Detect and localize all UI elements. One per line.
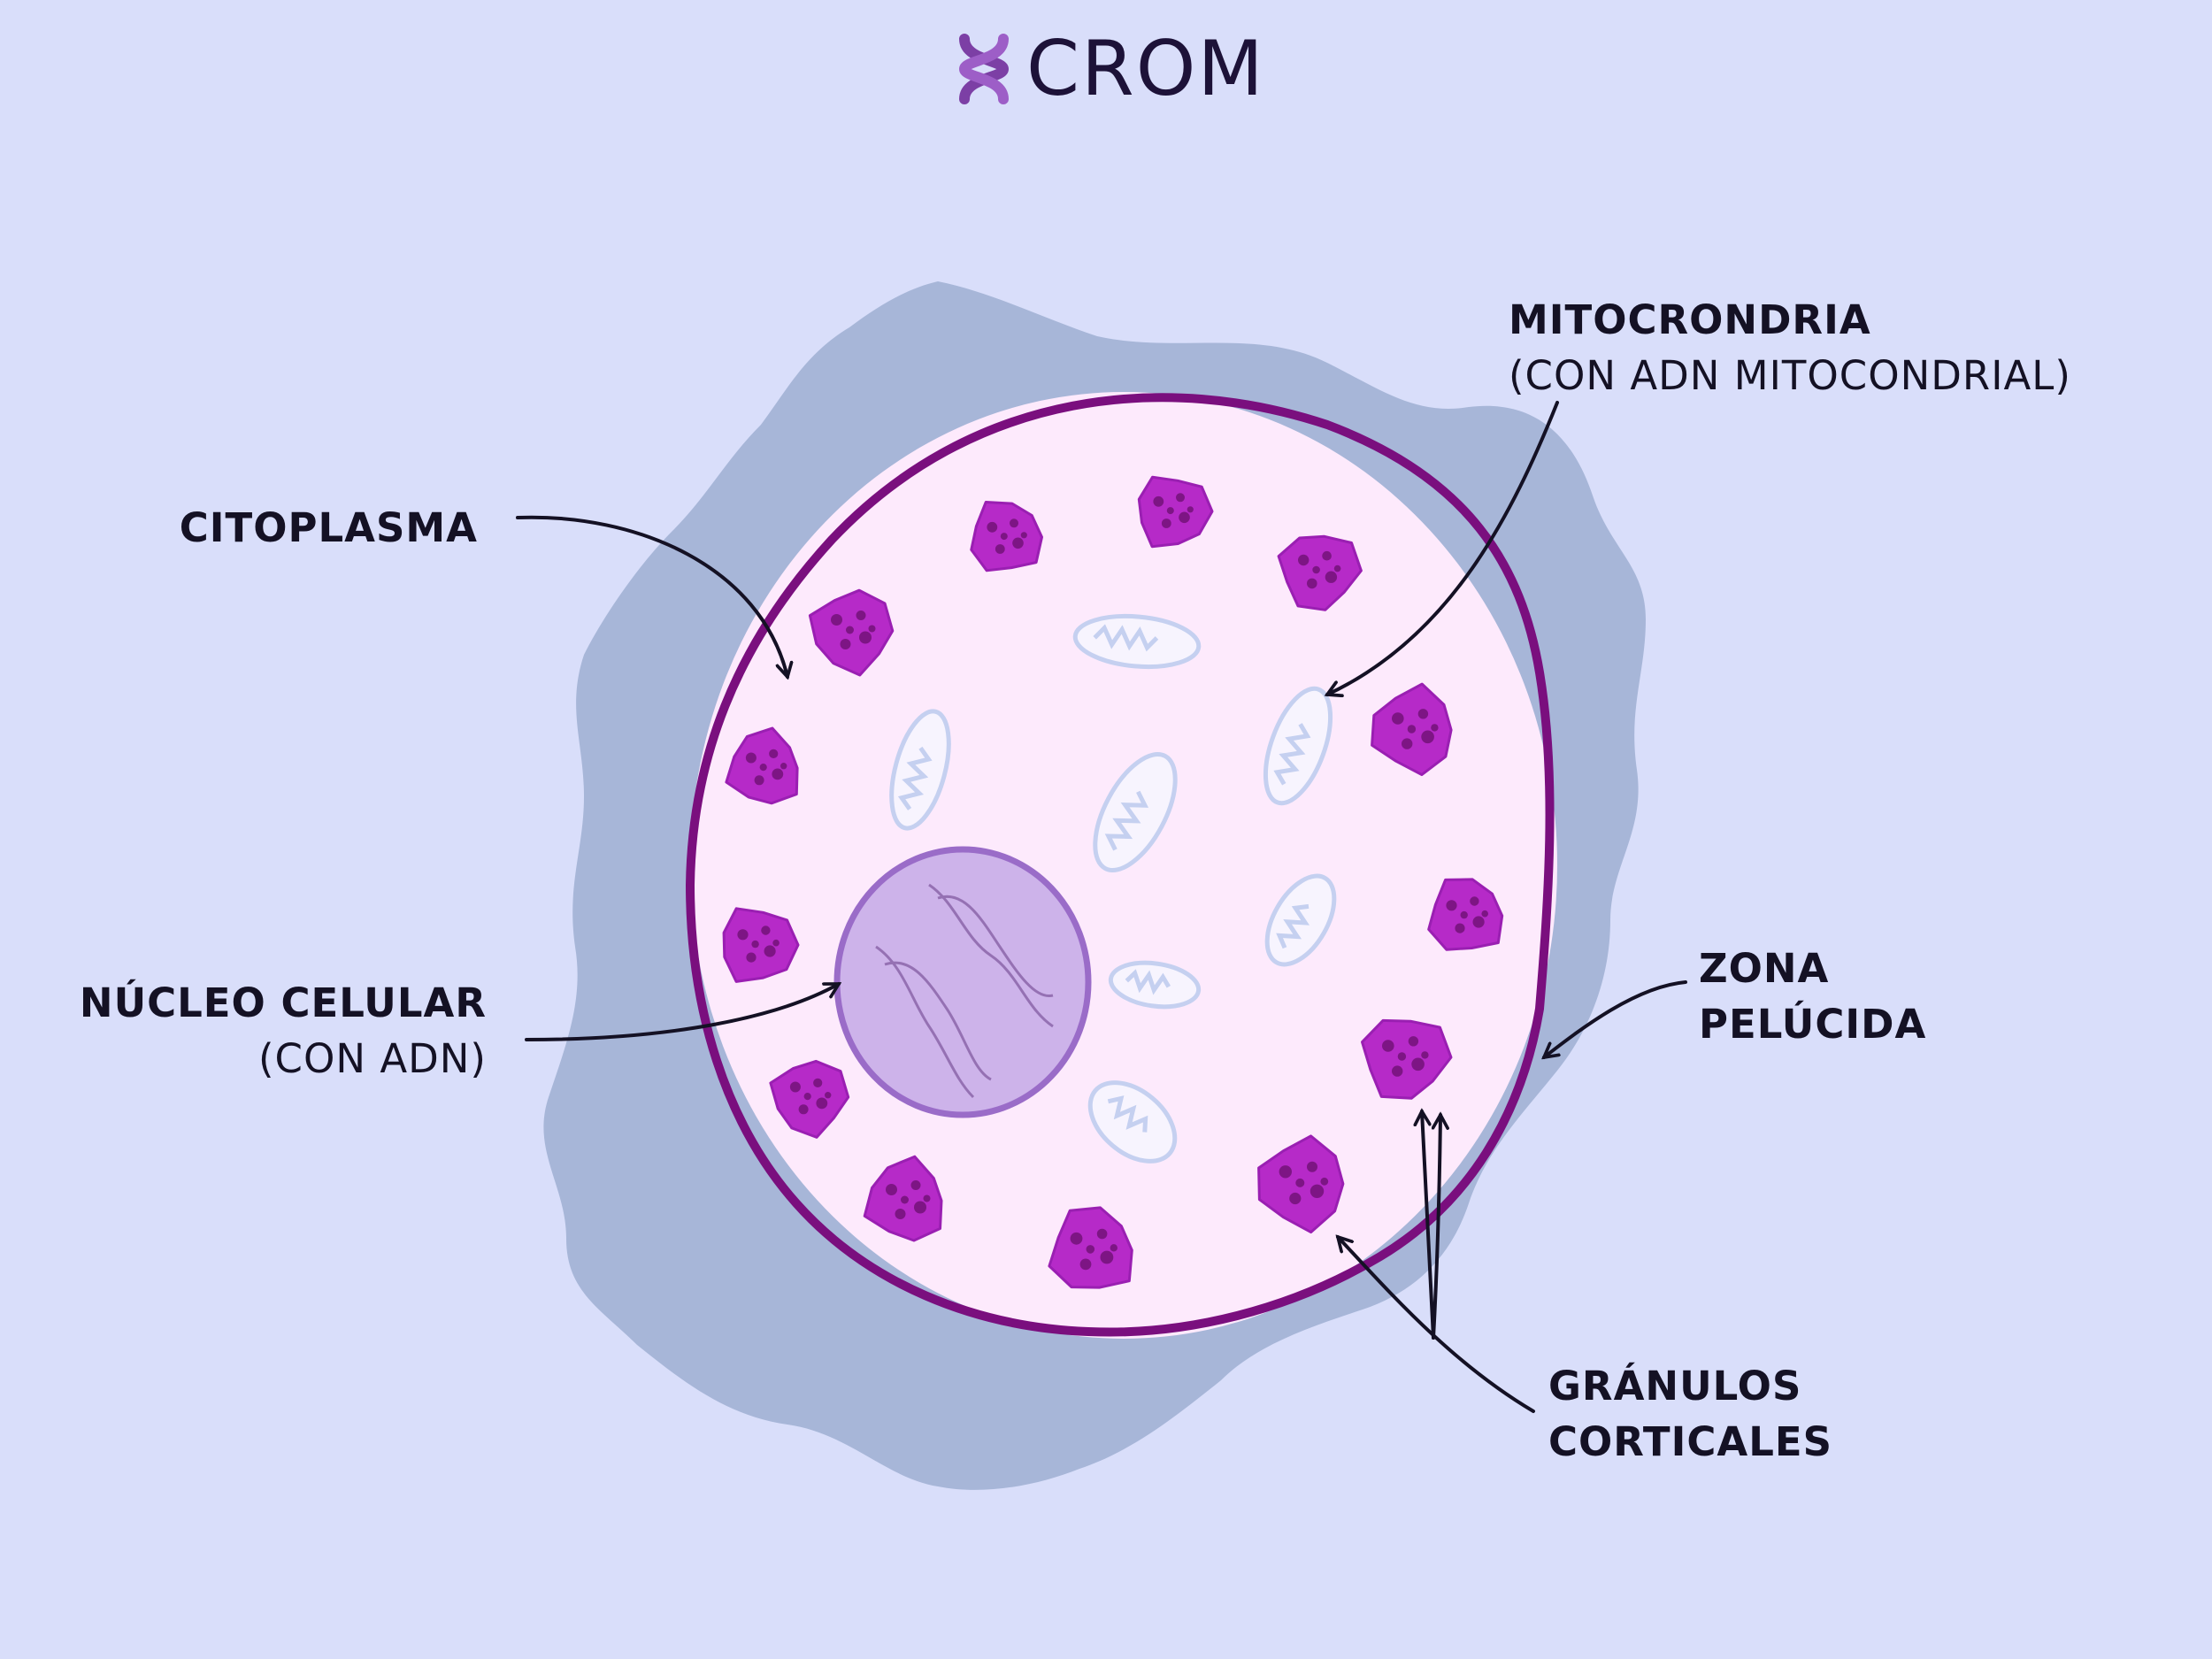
crom-logo: CROM: [956, 25, 1265, 113]
arrow-nucleo: [525, 982, 839, 1041]
cortical-granule: [725, 726, 799, 805]
mitochondrion: [1087, 1080, 1178, 1164]
arrow-granulos-c: [1433, 1115, 1440, 1340]
mitochondria-group: [889, 613, 1337, 1164]
cortical-granule: [1048, 1206, 1133, 1289]
cortical-granule: [863, 1155, 943, 1242]
mitochondrion: [889, 709, 951, 831]
mitochondrion: [1108, 960, 1202, 1010]
mitochondrion: [1093, 751, 1178, 873]
cortical-granule: [1427, 878, 1504, 951]
label-citoplasma: CITOPLASMA: [179, 504, 478, 551]
cortical-granule: [722, 907, 800, 983]
cortical-granule: [1371, 682, 1453, 777]
arrow-granulos-a: [1338, 1237, 1535, 1413]
cortical-granule: [808, 588, 895, 677]
arrow-zona: [1544, 980, 1687, 1057]
cortical-granule: [1361, 1018, 1453, 1100]
cortical-granule: [769, 1059, 850, 1139]
arrow-granulos-b: [1422, 1111, 1435, 1340]
mitochondrion: [1072, 613, 1202, 670]
cortical-granule: [970, 501, 1043, 572]
arrow-mitocondria: [1327, 401, 1559, 695]
mitochondrion: [1264, 873, 1337, 967]
cell-membrane: [685, 393, 1555, 1337]
mitochondrion: [1263, 686, 1333, 806]
label-nucleo: NÚCLEO CELULAR (CON ADN): [79, 979, 487, 1082]
label-granulos-corticales: GRÁNULOS CORTICALES: [1548, 1363, 1833, 1465]
cortical-granules: [722, 475, 1504, 1289]
dna-helix-icon: [875, 883, 1054, 1099]
arrows: [516, 401, 1687, 1413]
brand-name: CROM: [1026, 25, 1265, 113]
cortical-granule: [1257, 1134, 1345, 1234]
arrow-citoplasma: [516, 515, 787, 677]
cortical-granule: [1137, 475, 1214, 549]
cell-nucleus: [833, 846, 1092, 1118]
cortical-granule: [1277, 534, 1363, 611]
chromosome-logo-icon: [958, 34, 1010, 104]
label-mitocondria: MITOCRONDRIA (CON ADN MITOCONDRIAL): [1509, 296, 2071, 399]
label-zona-pelucida: ZONA PELÚCIDA: [1699, 945, 1927, 1048]
